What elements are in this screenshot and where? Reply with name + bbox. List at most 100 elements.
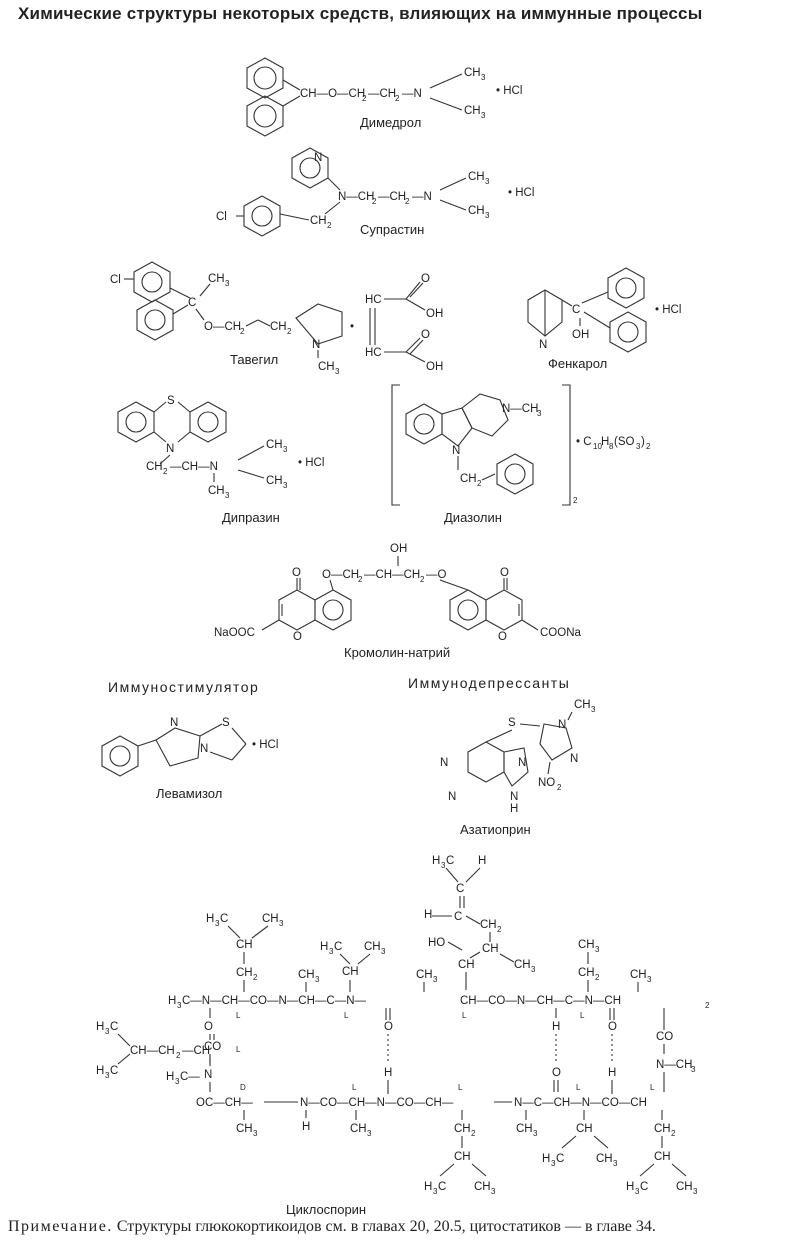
- svg-text:H: H: [320, 941, 328, 953]
- svg-text:H: H: [510, 803, 518, 815]
- svg-text:N: N: [558, 719, 566, 731]
- svg-text:Cl: Cl: [110, 274, 121, 286]
- section-immunosuppressants: Иммунодепрессанты: [408, 675, 571, 691]
- svg-text:—N: —N: [402, 88, 422, 100]
- svg-text:CH: CH: [454, 1151, 471, 1163]
- svg-text:2: 2: [477, 479, 482, 488]
- svg-text:CH: CH: [318, 361, 335, 373]
- svg-text:COONa: COONa: [540, 627, 582, 639]
- svg-text:H: H: [601, 436, 609, 448]
- svg-text:C: C: [556, 1153, 564, 1165]
- svg-text:—CH: —CH: [182, 1045, 210, 1057]
- svg-text:CH: CH: [416, 969, 433, 981]
- svg-text:H: H: [626, 1181, 634, 1193]
- svg-text:3: 3: [315, 975, 320, 984]
- svg-text:3: 3: [177, 1001, 182, 1010]
- svg-text:D: D: [240, 1083, 246, 1092]
- svg-text:CH: CH: [578, 967, 595, 979]
- svg-text:L: L: [236, 1045, 241, 1054]
- svg-text:C: C: [572, 304, 580, 316]
- svg-text:L: L: [462, 1011, 467, 1020]
- svg-text:N—CH: N—CH: [338, 191, 374, 203]
- svg-text:CH—CO—N—CH—C—N—CH: CH—CO—N—CH—C—N—CH: [460, 995, 621, 1007]
- svg-text:CH: CH: [576, 1123, 593, 1135]
- svg-text:O: O: [384, 1021, 393, 1033]
- svg-text:N: N: [312, 339, 320, 351]
- compound-name-diprazin: Дипразин: [222, 510, 280, 525]
- svg-text:HC: HC: [365, 294, 382, 306]
- footnote: Примечание. Структуры глюкокортикоидов с…: [8, 1218, 656, 1236]
- svg-text:O: O: [293, 631, 302, 643]
- svg-text:L: L: [344, 1011, 349, 1020]
- svg-text:2: 2: [646, 442, 651, 451]
- compound-name-azathioprine: Азатиоприн: [460, 822, 531, 837]
- svg-text:HO: HO: [428, 937, 445, 949]
- svg-text:C: C: [110, 1021, 118, 1033]
- svg-text:3: 3: [433, 1187, 438, 1196]
- svg-text:CH: CH: [270, 321, 287, 333]
- svg-text:L: L: [650, 1083, 655, 1092]
- svg-text:2: 2: [557, 783, 562, 792]
- svg-text:2: 2: [358, 575, 363, 584]
- svg-text:—CH: —CH: [378, 191, 406, 203]
- svg-text:2: 2: [671, 1129, 676, 1138]
- svg-text:2: 2: [395, 94, 400, 103]
- svg-text:CH: CH: [514, 959, 531, 971]
- svg-text:H: H: [542, 1153, 550, 1165]
- svg-text:CH: CH: [458, 959, 475, 971]
- svg-text:3: 3: [485, 177, 490, 186]
- svg-text:OH: OH: [426, 308, 443, 320]
- svg-text:3: 3: [481, 73, 486, 82]
- compound-name-dimedrol: Димедрол: [360, 115, 422, 130]
- svg-text:CH: CH: [468, 171, 485, 183]
- svg-text:HC: HC: [365, 347, 382, 359]
- svg-text:N: N: [170, 717, 178, 729]
- svg-text:2: 2: [705, 1001, 710, 1010]
- svg-text:CH: CH: [298, 969, 315, 981]
- svg-text:3: 3: [481, 111, 486, 120]
- section-immunostimulator: Иммуностимулятор: [108, 679, 260, 695]
- svg-text:CH: CH: [342, 966, 359, 978]
- svg-text:10: 10: [593, 442, 602, 451]
- svg-text:CH: CH: [350, 1123, 367, 1135]
- svg-text:): ): [641, 436, 645, 448]
- svg-text:3: 3: [433, 975, 438, 984]
- svg-text:—CH: —CH: [368, 88, 396, 100]
- svg-text:H: H: [552, 1021, 560, 1033]
- svg-text:CH—CH: CH—CH: [130, 1045, 175, 1057]
- svg-text:CO: CO: [656, 1031, 673, 1043]
- svg-text:O: O: [421, 329, 430, 341]
- svg-text:O: O: [552, 1067, 561, 1079]
- svg-text:S: S: [508, 717, 516, 729]
- svg-text:H: H: [166, 1071, 174, 1083]
- svg-text:CH: CH: [146, 461, 163, 473]
- svg-text:N: N: [510, 791, 518, 803]
- compound-name-tavegil: Тавегил: [230, 352, 279, 367]
- svg-text:2: 2: [573, 496, 578, 505]
- svg-text:2: 2: [372, 197, 377, 206]
- svg-text:• HCl: • HCl: [252, 739, 278, 751]
- svg-text:3: 3: [335, 367, 340, 376]
- svg-text:3: 3: [551, 1159, 556, 1168]
- svg-text:C: C: [188, 297, 196, 309]
- svg-text:3: 3: [591, 705, 596, 714]
- svg-text:2: 2: [420, 575, 425, 584]
- svg-text:H: H: [206, 913, 214, 925]
- svg-text:H: H: [96, 1021, 104, 1033]
- svg-text:3: 3: [693, 1187, 698, 1196]
- svg-text:O: O: [292, 567, 301, 579]
- svg-text:2: 2: [287, 327, 292, 336]
- svg-text:N—CH: N—CH: [502, 403, 538, 415]
- svg-text:—CH—N: —CH—N: [170, 461, 218, 473]
- svg-text:3: 3: [329, 947, 334, 956]
- footnote-text: Структуры глюкокортикоидов см. в главах …: [116, 1218, 656, 1235]
- svg-text:C: C: [446, 855, 454, 867]
- levamisol-structure: N N S • HCl: [101, 717, 278, 777]
- svg-text:S: S: [167, 395, 175, 407]
- svg-text:N: N: [440, 757, 448, 769]
- svg-text:2: 2: [253, 973, 258, 982]
- svg-text:CH: CH: [516, 1123, 533, 1135]
